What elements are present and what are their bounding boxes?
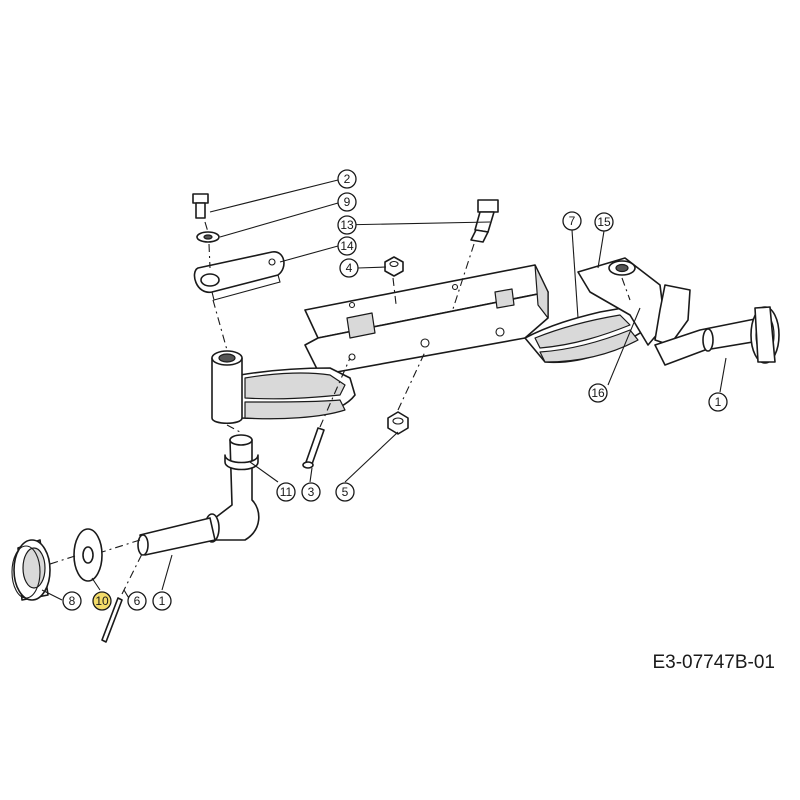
- callout-3: 3: [301, 482, 321, 502]
- bolt-3: [302, 427, 325, 469]
- callout-label: 3: [308, 485, 315, 499]
- callout-1-left: 1: [152, 591, 172, 611]
- callout-circle: [152, 591, 172, 611]
- right-spindle-bracket: [577, 257, 691, 346]
- wheel-cap-8: [11, 539, 51, 601]
- callout-label: 1: [159, 594, 166, 608]
- callout-label: 15: [597, 215, 611, 229]
- callout-11: 11: [276, 482, 296, 502]
- callout-label: 7: [569, 214, 576, 228]
- leader-lines: [41, 179, 727, 601]
- callout-circle: [276, 482, 296, 502]
- washer-9: [196, 231, 220, 243]
- nut-4: [384, 256, 404, 277]
- assembly-axis-lines: [49, 221, 631, 595]
- callout-circle: [335, 482, 355, 502]
- link-14: [193, 251, 285, 301]
- right-spindle: [654, 306, 780, 366]
- axle-beam: [304, 264, 549, 376]
- callout-circle: [594, 212, 614, 232]
- callout-1-right: 1: [708, 392, 728, 412]
- callout-label: 9: [344, 195, 351, 209]
- flat-washer-10: [73, 528, 103, 582]
- callout-15: 15: [594, 212, 614, 232]
- callout-circle: [708, 392, 728, 412]
- callout-10: 10: [92, 591, 112, 611]
- callout-4: 4: [339, 258, 359, 278]
- callout-label: 10: [95, 594, 109, 608]
- callout-circle: [127, 591, 147, 611]
- callout-label: 13: [340, 218, 354, 232]
- callout-circle: [339, 258, 359, 278]
- callout-label: 8: [69, 594, 76, 608]
- callout-label: 5: [342, 485, 349, 499]
- callout-label: 16: [591, 386, 605, 400]
- callout-label: 4: [346, 261, 353, 275]
- callout-9: 9: [337, 192, 357, 212]
- callout-label: 2: [344, 172, 351, 186]
- callout-16: 16: [588, 383, 608, 403]
- callout-label: 11: [280, 485, 293, 499]
- callout-5: 5: [335, 482, 355, 502]
- left-stub-shaft: [137, 517, 216, 556]
- pin-6: [101, 597, 123, 643]
- callout-label: 6: [134, 594, 141, 608]
- left-spindle: [204, 434, 260, 543]
- left-axle-arm: [211, 350, 356, 425]
- bolt-2: [192, 193, 209, 219]
- callout-circle: [337, 192, 357, 212]
- callout-7: 7: [562, 211, 582, 231]
- callout-6: 6: [127, 591, 147, 611]
- callout-2: 2: [337, 169, 357, 189]
- callout-circle: [562, 211, 582, 231]
- callout-label: 1: [715, 395, 722, 409]
- callout-circle: [337, 236, 357, 256]
- callout-circle: [588, 383, 608, 403]
- callout-circle: [337, 215, 357, 235]
- callout-label: 14: [340, 239, 354, 253]
- callout-circle: [337, 169, 357, 189]
- drawing-code: E3-07747B-01: [652, 652, 775, 673]
- callout-circle: [301, 482, 321, 502]
- callout-circle: [62, 591, 82, 611]
- pivot-bolt-13: [470, 199, 499, 243]
- nut-5: [387, 411, 409, 435]
- right-axle-arm: [524, 304, 646, 364]
- callout-8: 8: [62, 591, 82, 611]
- callout-circle: [92, 591, 112, 611]
- callout-14: 14: [337, 236, 357, 256]
- callout-13: 13: [337, 215, 357, 235]
